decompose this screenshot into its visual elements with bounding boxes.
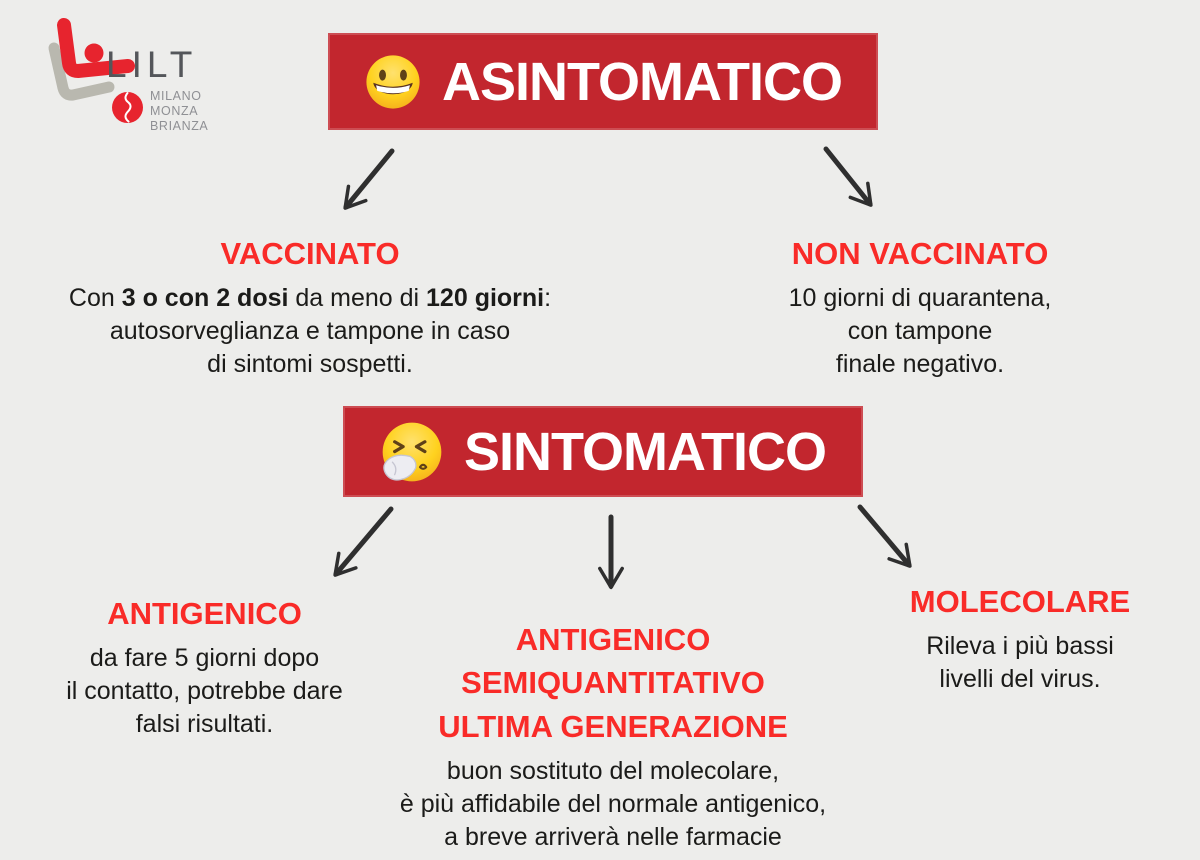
node-vaccinato-title: VACCINATO — [220, 236, 400, 271]
lilt-logo: LILT MILANO MONZA BRIANZA — [0, 0, 270, 150]
node-antigenico-semiquantitativo: ANTIGENICO SEMIQUANTITATIVO ULTIMA GENER… — [373, 618, 853, 854]
node-non-vaccinato-title: NON VACCINATO — [791, 236, 1049, 271]
node-vaccinato-body: Con 3 o con 2 dosi da meno di 120 giorni… — [68, 284, 552, 379]
node-molecolare-title: MOLECOLARE — [909, 584, 1131, 619]
sneezing-face-emoji-icon — [382, 422, 442, 481]
arrow-to-non-vaccinato-icon — [823, 146, 873, 207]
banner-sintomatico-label: SINTOMATICO — [464, 421, 827, 482]
node-vaccinato: VACCINATO Con 3 o con 2 dosi da meno di … — [55, 232, 565, 381]
node-antigenico-semiquantitativo-title: ANTIGENICO SEMIQUANTITATIVO ULTIMA GENER… — [438, 622, 788, 744]
lilt-region-text: MILANO MONZA BRIANZA — [150, 89, 209, 133]
node-antigenico-semiquantitativo-body: buon sostituto del molecolare,è più affi… — [399, 757, 827, 852]
lilt-region-badge-icon — [112, 92, 143, 123]
banner-sintomatico: SINTOMATICO — [343, 406, 863, 497]
lilt-logo-mark-icon — [48, 18, 135, 101]
arrow-to-antigenico-icon — [333, 506, 394, 577]
arrow-to-vaccinato-icon — [343, 148, 395, 210]
banner-asintomatico-label: ASINTOMATICO — [442, 51, 843, 112]
node-non-vaccinato: NON VACCINATO 10 giorni di quarantena,co… — [715, 232, 1125, 381]
arrow-to-molecolare-icon — [857, 504, 912, 568]
banner-asintomatico: ASINTOMATICO — [328, 33, 878, 130]
lilt-brand-text: LILT — [106, 44, 198, 85]
grinning-face-emoji-icon — [366, 54, 420, 109]
node-antigenico-title: ANTIGENICO — [107, 596, 302, 631]
